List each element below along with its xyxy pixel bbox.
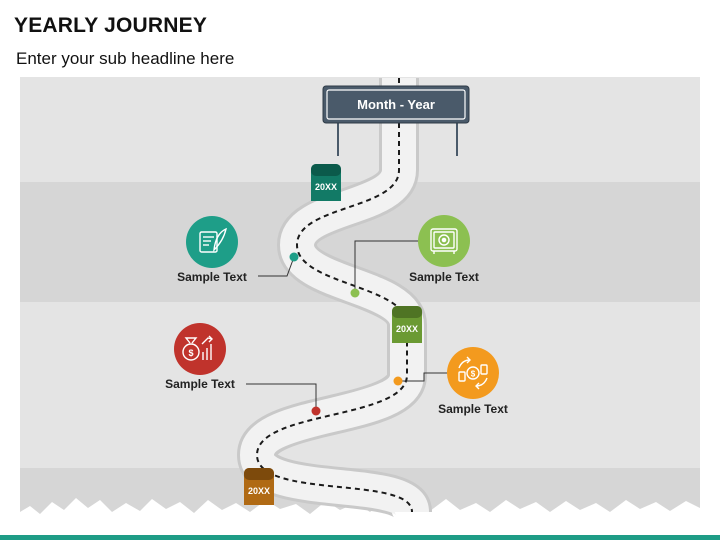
certificate-quill-icon xyxy=(199,227,227,253)
milestone-marker-2: 20XX xyxy=(392,306,422,343)
road-dot-2 xyxy=(350,288,360,298)
item-1-circle xyxy=(186,216,238,268)
footer-accent-bar xyxy=(0,535,720,540)
page-subtitle: Enter your sub headline here xyxy=(16,49,235,68)
road-dot-3 xyxy=(311,406,321,416)
milestone-year-1: 20XX xyxy=(315,182,337,192)
connector-3 xyxy=(246,383,317,411)
item-4-circle xyxy=(447,347,499,399)
item-4-label: Sample Text xyxy=(438,402,508,416)
milestone-year-2: 20XX xyxy=(396,324,418,334)
road-dot-1 xyxy=(289,252,299,262)
band-3 xyxy=(20,302,700,468)
ground-silhouette xyxy=(20,498,700,530)
road-center-dashes xyxy=(255,78,413,513)
milestone-year-3: 20XX xyxy=(248,486,270,496)
connector-2 xyxy=(354,240,420,293)
item-2: Sample Text xyxy=(409,215,479,284)
milestone-marker-3: 20XX xyxy=(244,468,274,505)
item-3: $ Sample Text xyxy=(165,323,235,391)
money-exchange-icon: $ xyxy=(458,356,488,390)
item-2-label: Sample Text xyxy=(409,270,479,284)
signboard xyxy=(322,85,470,124)
svg-text:$: $ xyxy=(471,370,476,379)
item-1: Sample Text xyxy=(177,216,247,284)
item-3-label: Sample Text xyxy=(165,377,235,391)
item-3-circle xyxy=(174,323,226,375)
road-dot-4 xyxy=(393,376,403,386)
signboard-label: Month - Year xyxy=(357,97,435,112)
item-4: $ Sample Text xyxy=(438,347,508,416)
item-1-label: Sample Text xyxy=(177,270,247,284)
safe-box-icon xyxy=(430,228,458,254)
connector-1 xyxy=(258,256,295,277)
signboard-inner-border xyxy=(326,89,466,120)
svg-text:$: $ xyxy=(188,348,193,358)
page-title: YEARLY JOURNEY xyxy=(14,14,208,37)
connector-4 xyxy=(398,372,447,382)
milestone-marker-1: 20XX xyxy=(311,164,341,201)
money-bag-growth-icon: $ xyxy=(182,335,213,361)
